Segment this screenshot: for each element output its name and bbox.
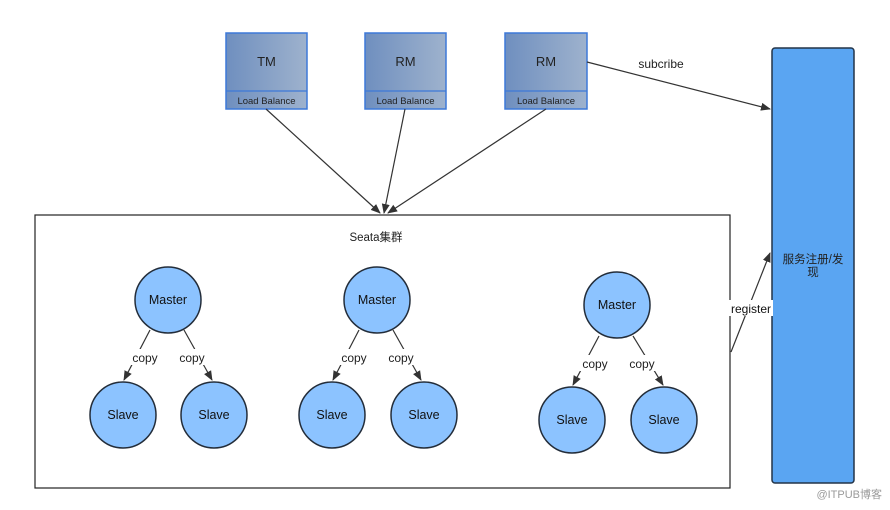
copy-label: copy [582, 357, 607, 371]
slave-label: Slave [316, 408, 347, 422]
client-title: RM [536, 54, 556, 69]
client-box-tm: TM Load Balance [225, 32, 308, 110]
registry-box [771, 47, 855, 484]
client-title: RM [395, 54, 415, 69]
slave-label: Slave [107, 408, 138, 422]
register-label: register [731, 302, 771, 316]
edge-rm1-to-cluster [381, 108, 406, 214]
slave-node [630, 386, 698, 454]
slave-label: Slave [198, 408, 229, 422]
watermark: @ITPUB博客 [816, 487, 882, 501]
subscribe-label: subcribe [638, 57, 684, 71]
client-subtitle: Load Balance [517, 96, 575, 107]
client-box-rm-1: RM Load Balance [364, 32, 447, 110]
node-group-1: copy copy Master Slave Slave [89, 266, 248, 449]
client-subtitle: Load Balance [237, 96, 295, 107]
node-group-2: copy copy Master Slave Slave [298, 266, 458, 449]
slave-node [298, 381, 366, 449]
master-label: Master [358, 293, 396, 307]
node-group-3: copy copy Master Slave Slave [538, 271, 698, 454]
slave-node [89, 381, 157, 449]
slave-node [180, 381, 248, 449]
copy-label: copy [132, 351, 157, 365]
master-node [343, 266, 411, 334]
slave-label: Slave [648, 413, 679, 427]
master-label: Master [149, 293, 187, 307]
copy-label: copy [341, 351, 366, 365]
copy-label: copy [179, 351, 204, 365]
edge-tm-to-cluster [265, 108, 381, 214]
master-label: Master [598, 298, 636, 312]
master-node [583, 271, 651, 339]
registry-label-line2: 现 [807, 266, 819, 279]
slave-node [390, 381, 458, 449]
copy-label: copy [629, 357, 654, 371]
register-label-bg [729, 300, 773, 316]
client-subtitle: Load Balance [376, 96, 434, 107]
slave-label: Slave [408, 408, 439, 422]
slave-label: Slave [556, 413, 587, 427]
copy-label: copy [388, 351, 413, 365]
edge-subscribe [586, 61, 771, 111]
client-box-rm-2: RM Load Balance [504, 32, 588, 110]
client-title: TM [257, 54, 276, 69]
master-node [134, 266, 202, 334]
edge-rm2-to-cluster [387, 108, 547, 214]
slave-node [538, 386, 606, 454]
registry-label-line1: 服务注册/发 [783, 252, 844, 266]
cluster-title: Seata集群 [349, 230, 403, 244]
